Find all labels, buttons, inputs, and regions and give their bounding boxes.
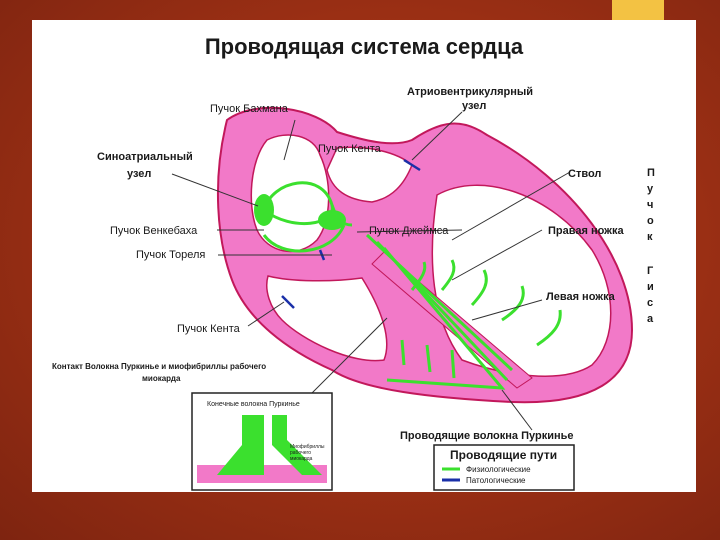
svg-text:а: а [647, 313, 654, 325]
label-kent-top: Пучок Кента [318, 143, 382, 155]
label-right-leg: Правая ножка [548, 225, 624, 237]
inset-caption-1: Контакт Волокна Пуркинье и миофибриллы р… [52, 362, 266, 371]
inset-terminal-fibers: Конечные волокна Пуркинье [207, 401, 300, 408]
label-james: Пучок Джеймса [369, 225, 449, 237]
heart-wall [216, 106, 634, 404]
svg-text:П: П [647, 167, 655, 179]
purkinje-fiber [536, 309, 562, 347]
decorative-tab [612, 0, 664, 24]
label-wenckebach: Пучок Венкебаха [110, 225, 198, 237]
purkinje-fiber [440, 259, 456, 291]
kent-top-path [403, 158, 421, 172]
svg-text:ч: ч [647, 199, 653, 211]
right-bundle [382, 247, 506, 390]
inset-myofibrils-2: рабочего [290, 450, 311, 456]
physiological-pathways [262, 181, 562, 390]
inset-myofibrils-1: Миофибриллы [290, 444, 325, 450]
purkinje-inset [191, 392, 333, 491]
heart-conduction-diagram: Пучок Бахмана Атриовентрикулярный узел П… [52, 86, 655, 491]
sa-node [254, 194, 274, 226]
av-node [318, 210, 346, 230]
svg-text:о: о [647, 215, 654, 227]
svg-text:у: у [647, 183, 654, 195]
label-sa-node-2: узел [127, 168, 151, 180]
inset-caption-2: миокарда [142, 374, 181, 383]
purkinje-fiber [400, 339, 406, 366]
svg-text:и: и [647, 281, 654, 293]
svg-text:Г: Г [647, 265, 654, 277]
label-his-bundle-vertical: П у ч о к Г и с а [647, 167, 655, 325]
label-sa-node-1: Синоатриальный [97, 151, 193, 163]
label-purkinje-fibers: Проводящие волокна Пуркинье [400, 430, 574, 442]
label-bachmann: Пучок Бахмана [210, 103, 289, 115]
legend-title: Проводящие пути [450, 448, 557, 462]
purkinje-fiber [501, 285, 525, 322]
purkinje-fiber [470, 269, 488, 307]
purkinje-fiber [450, 349, 456, 379]
slide-title: Проводящая система сердца [204, 34, 524, 59]
thorel-path [262, 224, 346, 253]
purkinje-fiber [410, 261, 427, 291]
label-thorel: Пучок Тореля [136, 249, 205, 261]
label-stem: Ствол [568, 168, 601, 180]
inset-myofibrils-3: миокарда [290, 456, 313, 462]
purkinje-fiber [425, 344, 432, 373]
leader-lines [171, 111, 571, 431]
legend-physiological-label: Физиологические [466, 465, 531, 474]
legend-box [433, 444, 575, 491]
legend-pathological-label: Патологические [466, 476, 526, 485]
svg-text:с: с [647, 297, 653, 309]
label-av-node-1: Атриовентрикулярный [407, 86, 533, 98]
kent-bottom-path [281, 295, 295, 309]
label-av-node-2: узел [462, 100, 486, 112]
slide: Проводящая система сердца [32, 20, 696, 492]
svg-text:к: к [647, 231, 653, 243]
label-kent-bottom: Пучок Кента [177, 323, 241, 335]
label-left-leg: Левая ножка [546, 291, 616, 303]
